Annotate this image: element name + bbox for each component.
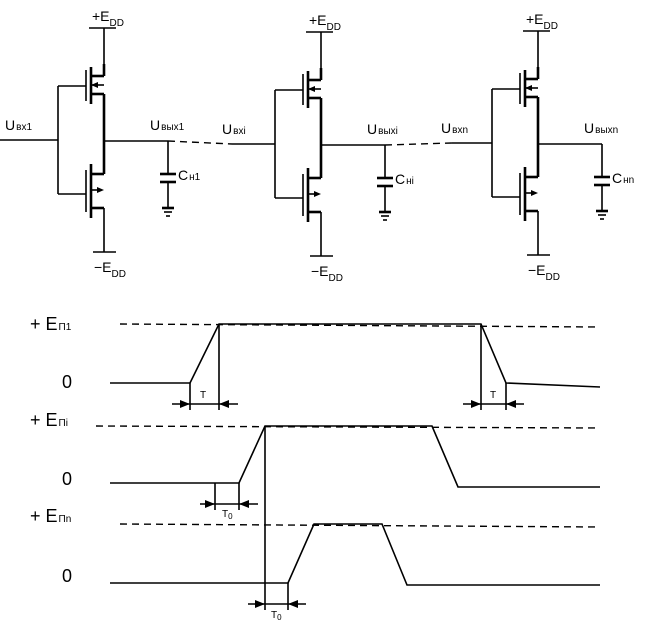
stage-i bbox=[232, 30, 395, 258]
u-out-label-i: Uвыхi bbox=[367, 121, 398, 137]
interstage-link-2 bbox=[384, 142, 453, 146]
zero-label-n: 0 bbox=[62, 566, 72, 586]
zero-label-1: 0 bbox=[62, 372, 72, 392]
vdd-plus-label-i: +EDD bbox=[309, 12, 341, 33]
interstage-link-1 bbox=[167, 140, 233, 145]
level-label-i: + EПi bbox=[30, 410, 68, 430]
u-in-label-1: Uвх1 bbox=[5, 117, 32, 133]
u-in-label-i: Uвхi bbox=[222, 121, 246, 137]
vdd-minus-label-i: −EDD bbox=[311, 263, 343, 284]
level-ref-n bbox=[119, 523, 601, 528]
vdd-plus-label-n: +EDD bbox=[526, 11, 558, 32]
delay-label-i: T0 bbox=[222, 509, 233, 521]
cap-label-1: Cн1 bbox=[178, 167, 201, 183]
level-label-1: + EП1 bbox=[30, 314, 72, 334]
delay-label-n: T0 bbox=[271, 610, 282, 622]
waveform-1 bbox=[110, 323, 601, 388]
delay-label-1: T bbox=[200, 390, 206, 401]
u-out-label-n: Uвыхn bbox=[584, 120, 618, 136]
vdd-minus-label-1: −EDD bbox=[94, 259, 126, 280]
level-ref-1 bbox=[119, 323, 601, 328]
stage-n bbox=[452, 29, 612, 257]
waveform-i bbox=[110, 425, 600, 488]
waveform-n bbox=[110, 523, 600, 586]
u-out-label-1: Uвых1 bbox=[150, 117, 185, 133]
vdd-plus-label-1: +EDD bbox=[92, 8, 124, 29]
level-label-n: + EПn bbox=[30, 506, 71, 526]
level-ref-i bbox=[95, 425, 601, 429]
cap-label-i: Cнi bbox=[395, 171, 414, 187]
vdd-minus-label-n: −EDD bbox=[528, 262, 560, 283]
delay-label-1b: T bbox=[490, 390, 496, 401]
stage-1 bbox=[0, 26, 178, 254]
cap-label-n: Cнn bbox=[612, 170, 634, 186]
zero-label-i: 0 bbox=[62, 469, 72, 489]
u-in-label-n: Uвхn bbox=[441, 120, 468, 136]
